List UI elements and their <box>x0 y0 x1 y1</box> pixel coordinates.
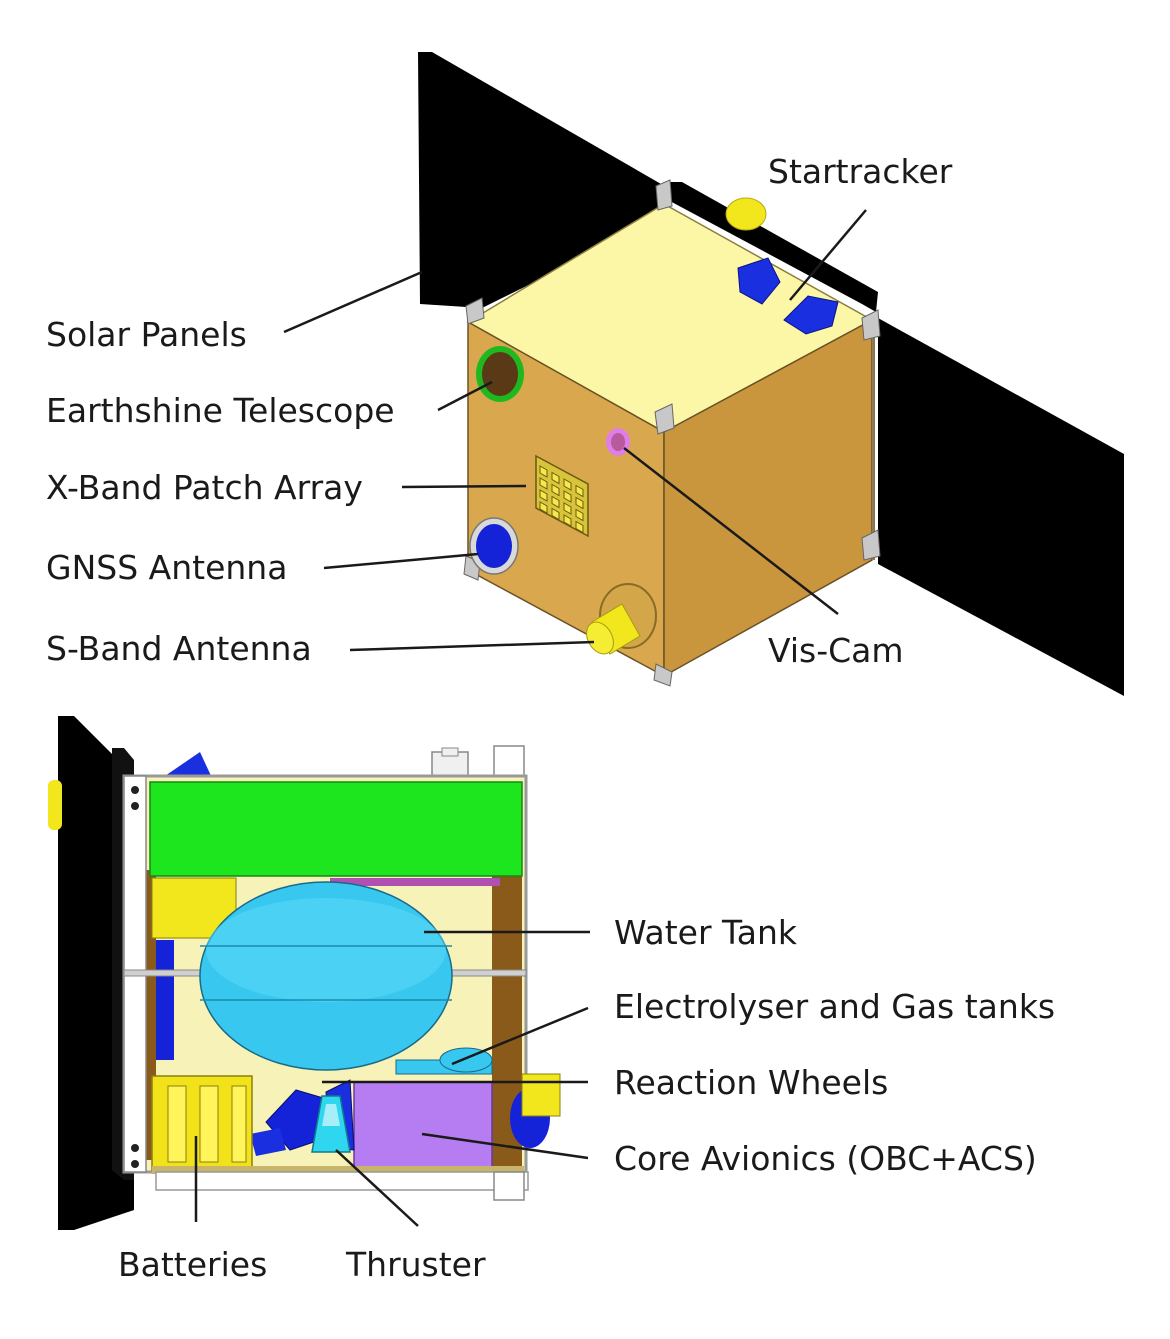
patch-element <box>563 490 572 503</box>
s-band-antenna <box>586 603 641 655</box>
bracket-icon <box>465 297 485 325</box>
labels: Startracker Solar Panels Earthshine Tele… <box>46 152 1055 1284</box>
bottom-connector <box>493 1171 525 1201</box>
water-tank <box>199 881 453 1071</box>
batteries <box>151 1075 253 1171</box>
rail-hole <box>131 1144 139 1152</box>
label-gnss-antenna: GNSS Antenna <box>46 548 287 587</box>
rail-hole <box>131 786 139 794</box>
green-module <box>149 781 523 877</box>
bracket-icon <box>861 309 881 341</box>
bracket-icon <box>861 529 881 561</box>
exterior-view <box>418 52 1124 696</box>
patch-element <box>539 501 548 514</box>
earthshine-telescope-lens <box>482 352 518 396</box>
bus-floor <box>152 1166 524 1174</box>
label-water-tank: Water Tank <box>614 913 798 952</box>
leader-core-avionics <box>421 1132 589 1160</box>
patch-element <box>551 471 560 485</box>
patch-element <box>539 465 548 478</box>
label-core-avionics: Core Avionics (OBC+ACS) <box>614 1139 1037 1178</box>
patch-element <box>575 496 584 510</box>
blue-strip <box>156 940 174 1060</box>
rail-hole <box>131 802 139 810</box>
label-startracker: Startracker <box>768 152 953 191</box>
patch-element <box>563 502 572 515</box>
startracker-cylinder-side <box>48 780 62 830</box>
startracker-block-2 <box>783 295 839 335</box>
label-vis-cam: Vis-Cam <box>768 631 904 670</box>
bracket-icon <box>653 663 673 687</box>
leader-electrolyser <box>451 1006 589 1066</box>
top-connector-1-cap <box>441 747 459 757</box>
bracket-icon <box>655 179 673 211</box>
vis-cam-lens <box>611 433 625 451</box>
patch-element <box>575 508 584 522</box>
leader-earthshine <box>437 380 493 412</box>
leader-vis-cam <box>623 447 839 615</box>
patch-element <box>575 484 584 498</box>
magenta-strip <box>330 878 500 886</box>
label-x-band-patch-array: X-Band Patch Array <box>46 468 363 507</box>
label-electrolyser: Electrolyser and Gas tanks <box>614 987 1055 1026</box>
leader-lines <box>194 209 867 1227</box>
label-s-band-antenna: S-Band Antenna <box>46 629 312 668</box>
leader-thruster <box>335 1149 419 1227</box>
thruster-nozzle <box>322 1104 340 1126</box>
patch-element <box>563 514 572 527</box>
s-band-antenna-side <box>521 1073 561 1117</box>
yellow-block <box>151 877 237 939</box>
patch-element <box>551 483 560 497</box>
gnss-antenna-disc <box>476 524 512 568</box>
leader-x-band <box>401 484 527 489</box>
solar-panel-top-back <box>668 182 878 312</box>
leader-startracker <box>789 209 867 301</box>
label-reaction-wheels: Reaction Wheels <box>614 1063 888 1102</box>
label-batteries: Batteries <box>118 1245 267 1284</box>
leader-gnss <box>323 552 479 570</box>
patch-element <box>551 495 560 509</box>
label-solar-panels: Solar Panels <box>46 315 247 354</box>
top-connector-2 <box>493 745 525 779</box>
interior-view <box>48 716 561 1230</box>
bracket-icon <box>654 403 675 435</box>
core-avionics <box>353 1081 493 1169</box>
rail-hole <box>131 1160 139 1168</box>
patch-element <box>539 477 548 490</box>
patch-element <box>539 489 548 502</box>
x-band-patch-array <box>535 454 589 538</box>
patch-element <box>551 507 560 521</box>
leader-solar-panels <box>283 270 423 334</box>
startracker-cylinder <box>725 197 767 231</box>
startracker-block-1 <box>737 257 781 305</box>
leader-s-band <box>349 640 595 652</box>
patch-element <box>575 520 584 534</box>
label-thruster: Thruster <box>345 1245 486 1284</box>
label-earthshine-telescope: Earthshine Telescope <box>46 391 395 430</box>
bottom-rail <box>155 1171 529 1191</box>
patch-element <box>563 478 572 491</box>
solar-panel-right <box>878 318 1124 696</box>
startracker-block-top <box>162 752 212 778</box>
bus-side-face <box>663 318 873 678</box>
